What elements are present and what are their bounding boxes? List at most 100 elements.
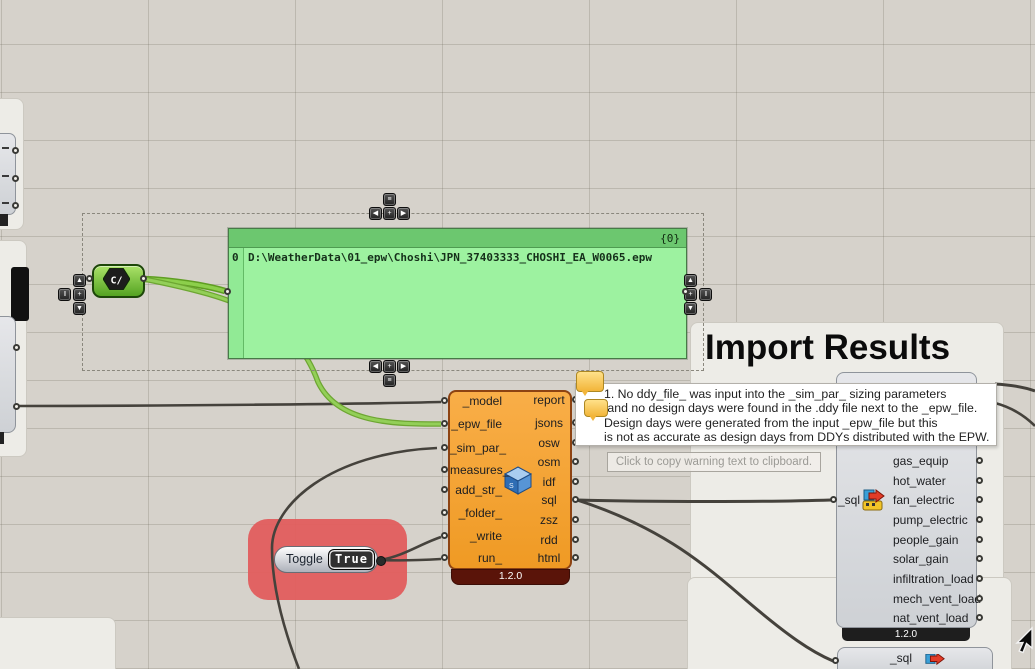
port[interactable]	[441, 532, 448, 539]
port[interactable]	[441, 509, 448, 516]
port[interactable]	[976, 614, 983, 621]
port[interactable]	[572, 496, 579, 503]
output-label: zsz	[540, 513, 558, 527]
port[interactable]	[572, 516, 579, 523]
openstudio-cube-icon: S	[503, 466, 533, 495]
port[interactable]	[572, 554, 579, 561]
toggle-value[interactable]: True	[328, 549, 375, 570]
arrow-down-icon[interactable]: ▼	[73, 302, 86, 315]
version-label: 1.2.0	[894, 629, 918, 640]
output-label: hot_water	[893, 474, 946, 488]
port[interactable]	[976, 477, 983, 484]
output-label: osm	[537, 455, 561, 469]
port[interactable]	[441, 397, 448, 404]
arrow-right-icon[interactable]: ▶	[397, 207, 410, 220]
list-icon[interactable]: ≡	[383, 374, 396, 387]
input-label: add_str_	[455, 483, 502, 497]
output-label: solar_gain	[893, 552, 949, 566]
output-label: idf	[542, 475, 556, 489]
svg-text:S: S	[509, 483, 514, 490]
clipped-component-versionbar	[0, 214, 8, 226]
mouse-cursor	[1015, 626, 1033, 654]
port[interactable]	[976, 595, 983, 602]
clipped-component[interactable]	[0, 316, 16, 433]
plus-icon[interactable]: +	[73, 288, 86, 301]
port[interactable]	[976, 536, 983, 543]
copy-warning-tooltip[interactable]: Click to copy warning text to clipboard.	[607, 452, 821, 472]
input-label: run_	[477, 551, 502, 565]
plus-icon[interactable]: +	[383, 207, 396, 220]
grip-icon[interactable]: |||	[58, 288, 71, 301]
port[interactable]	[976, 555, 983, 562]
clipped-component[interactable]	[0, 133, 16, 215]
toggle-output-nub[interactable]	[376, 556, 386, 566]
output-label: report	[533, 393, 565, 407]
panel-badge: {0}	[660, 232, 680, 245]
port[interactable]	[12, 147, 19, 154]
input-label: _model	[462, 394, 502, 408]
port[interactable]	[12, 175, 19, 182]
port[interactable]	[572, 536, 579, 543]
port[interactable]	[572, 458, 579, 465]
port[interactable]	[441, 420, 448, 427]
port[interactable]	[976, 496, 983, 503]
list-icon[interactable]: ≡	[383, 193, 396, 206]
port[interactable]	[976, 457, 983, 464]
port[interactable]	[441, 486, 448, 493]
warning-text-line: is not as accurate as design days from D…	[604, 429, 990, 444]
port[interactable]	[86, 275, 93, 282]
plus-icon[interactable]: +	[383, 360, 396, 373]
port[interactable]	[140, 275, 147, 282]
output-label: gas_equip	[893, 454, 949, 468]
port[interactable]	[224, 288, 231, 295]
input-label: measures_	[450, 463, 510, 477]
input-label: _sql	[838, 493, 861, 507]
port[interactable]	[682, 288, 689, 295]
arrow-up-icon[interactable]: ▲	[684, 274, 697, 287]
wire-toggle-write	[379, 535, 442, 562]
arrow-up-icon[interactable]: ▲	[73, 274, 86, 287]
output-label: fan_electric	[893, 493, 955, 507]
version-label: 1.2.0	[498, 570, 523, 582]
boolean-toggle[interactable]: Toggle True	[274, 546, 378, 573]
grip-icon[interactable]: |||	[699, 288, 712, 301]
port[interactable]	[441, 554, 448, 561]
port[interactable]	[13, 344, 20, 351]
svg-text:C/: C/	[110, 276, 122, 287]
toggle-value-text: True	[335, 552, 368, 566]
warning-text-line: 1. No ddy_file_ was input into the _sim_…	[604, 387, 947, 401]
port[interactable]	[830, 496, 837, 503]
input-label: _sql	[890, 651, 913, 665]
input-label: _epw_file	[451, 417, 502, 431]
arrow-right-icon[interactable]: ▶	[397, 360, 410, 373]
clipped-letter-glyph	[11, 267, 29, 321]
results-version-bar	[842, 628, 970, 641]
warning-balloon-icon[interactable]	[576, 371, 604, 396]
port[interactable]	[976, 575, 983, 582]
output-label: html	[537, 551, 561, 565]
arrow-left-icon[interactable]: ◀	[369, 360, 382, 373]
warning-text-line: and no design days were found in the .dd…	[604, 401, 978, 416]
port[interactable]	[441, 444, 448, 451]
port[interactable]	[572, 478, 579, 485]
arrow-down-icon[interactable]: ▼	[684, 302, 697, 315]
output-label: infiltration_load	[893, 572, 974, 586]
port[interactable]	[832, 657, 839, 664]
output-label: nat_vent_load	[893, 611, 969, 625]
clipped-label	[2, 147, 9, 149]
read-results-icon	[862, 489, 885, 511]
warning-tooltip[interactable]: 1. No ddy_file_ was input into the _sim_…	[575, 383, 997, 446]
arrow-left-icon[interactable]: ◀	[369, 207, 382, 220]
port[interactable]	[13, 403, 20, 410]
wire-sql-results	[576, 498, 832, 503]
port[interactable]	[976, 516, 983, 523]
warning-balloon-icon	[584, 399, 608, 421]
toggle-label: Toggle	[286, 552, 323, 566]
data-panel[interactable]: {0} 0 D:\WeatherData\01_epw\Choshi\JPN_3…	[228, 228, 687, 359]
port[interactable]	[441, 466, 448, 473]
clipped-label	[2, 202, 9, 204]
panel-header	[229, 229, 686, 248]
port[interactable]	[12, 202, 19, 209]
